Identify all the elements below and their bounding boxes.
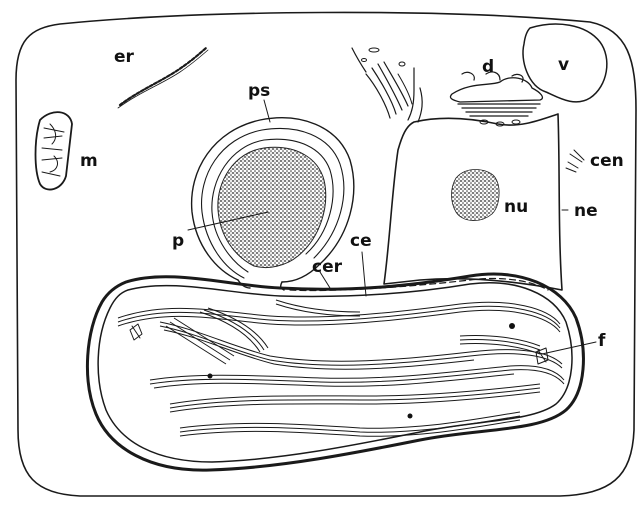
label-f: f bbox=[598, 331, 606, 351]
chloroplast bbox=[87, 274, 583, 470]
golgi-stack bbox=[352, 48, 412, 118]
centriole bbox=[566, 150, 584, 172]
label-m: m bbox=[80, 151, 98, 171]
label-cer: cer bbox=[312, 257, 343, 277]
pyrenoid bbox=[218, 147, 326, 267]
dictyosome bbox=[450, 72, 542, 126]
label-v: v bbox=[558, 55, 569, 75]
thylakoid-lamellae bbox=[118, 300, 564, 436]
label-p: p bbox=[172, 231, 184, 251]
label-ce: ce bbox=[350, 231, 372, 251]
label-ne: ne bbox=[574, 201, 598, 221]
label-nu: nu bbox=[504, 197, 528, 217]
label-ps: ps bbox=[248, 81, 270, 101]
mitochondrion bbox=[36, 112, 73, 189]
label-d: d bbox=[482, 57, 494, 77]
label-er: er bbox=[114, 47, 135, 67]
nucleolus bbox=[452, 170, 500, 221]
label-cen: cen bbox=[590, 151, 624, 171]
cell-membrane bbox=[16, 12, 636, 496]
